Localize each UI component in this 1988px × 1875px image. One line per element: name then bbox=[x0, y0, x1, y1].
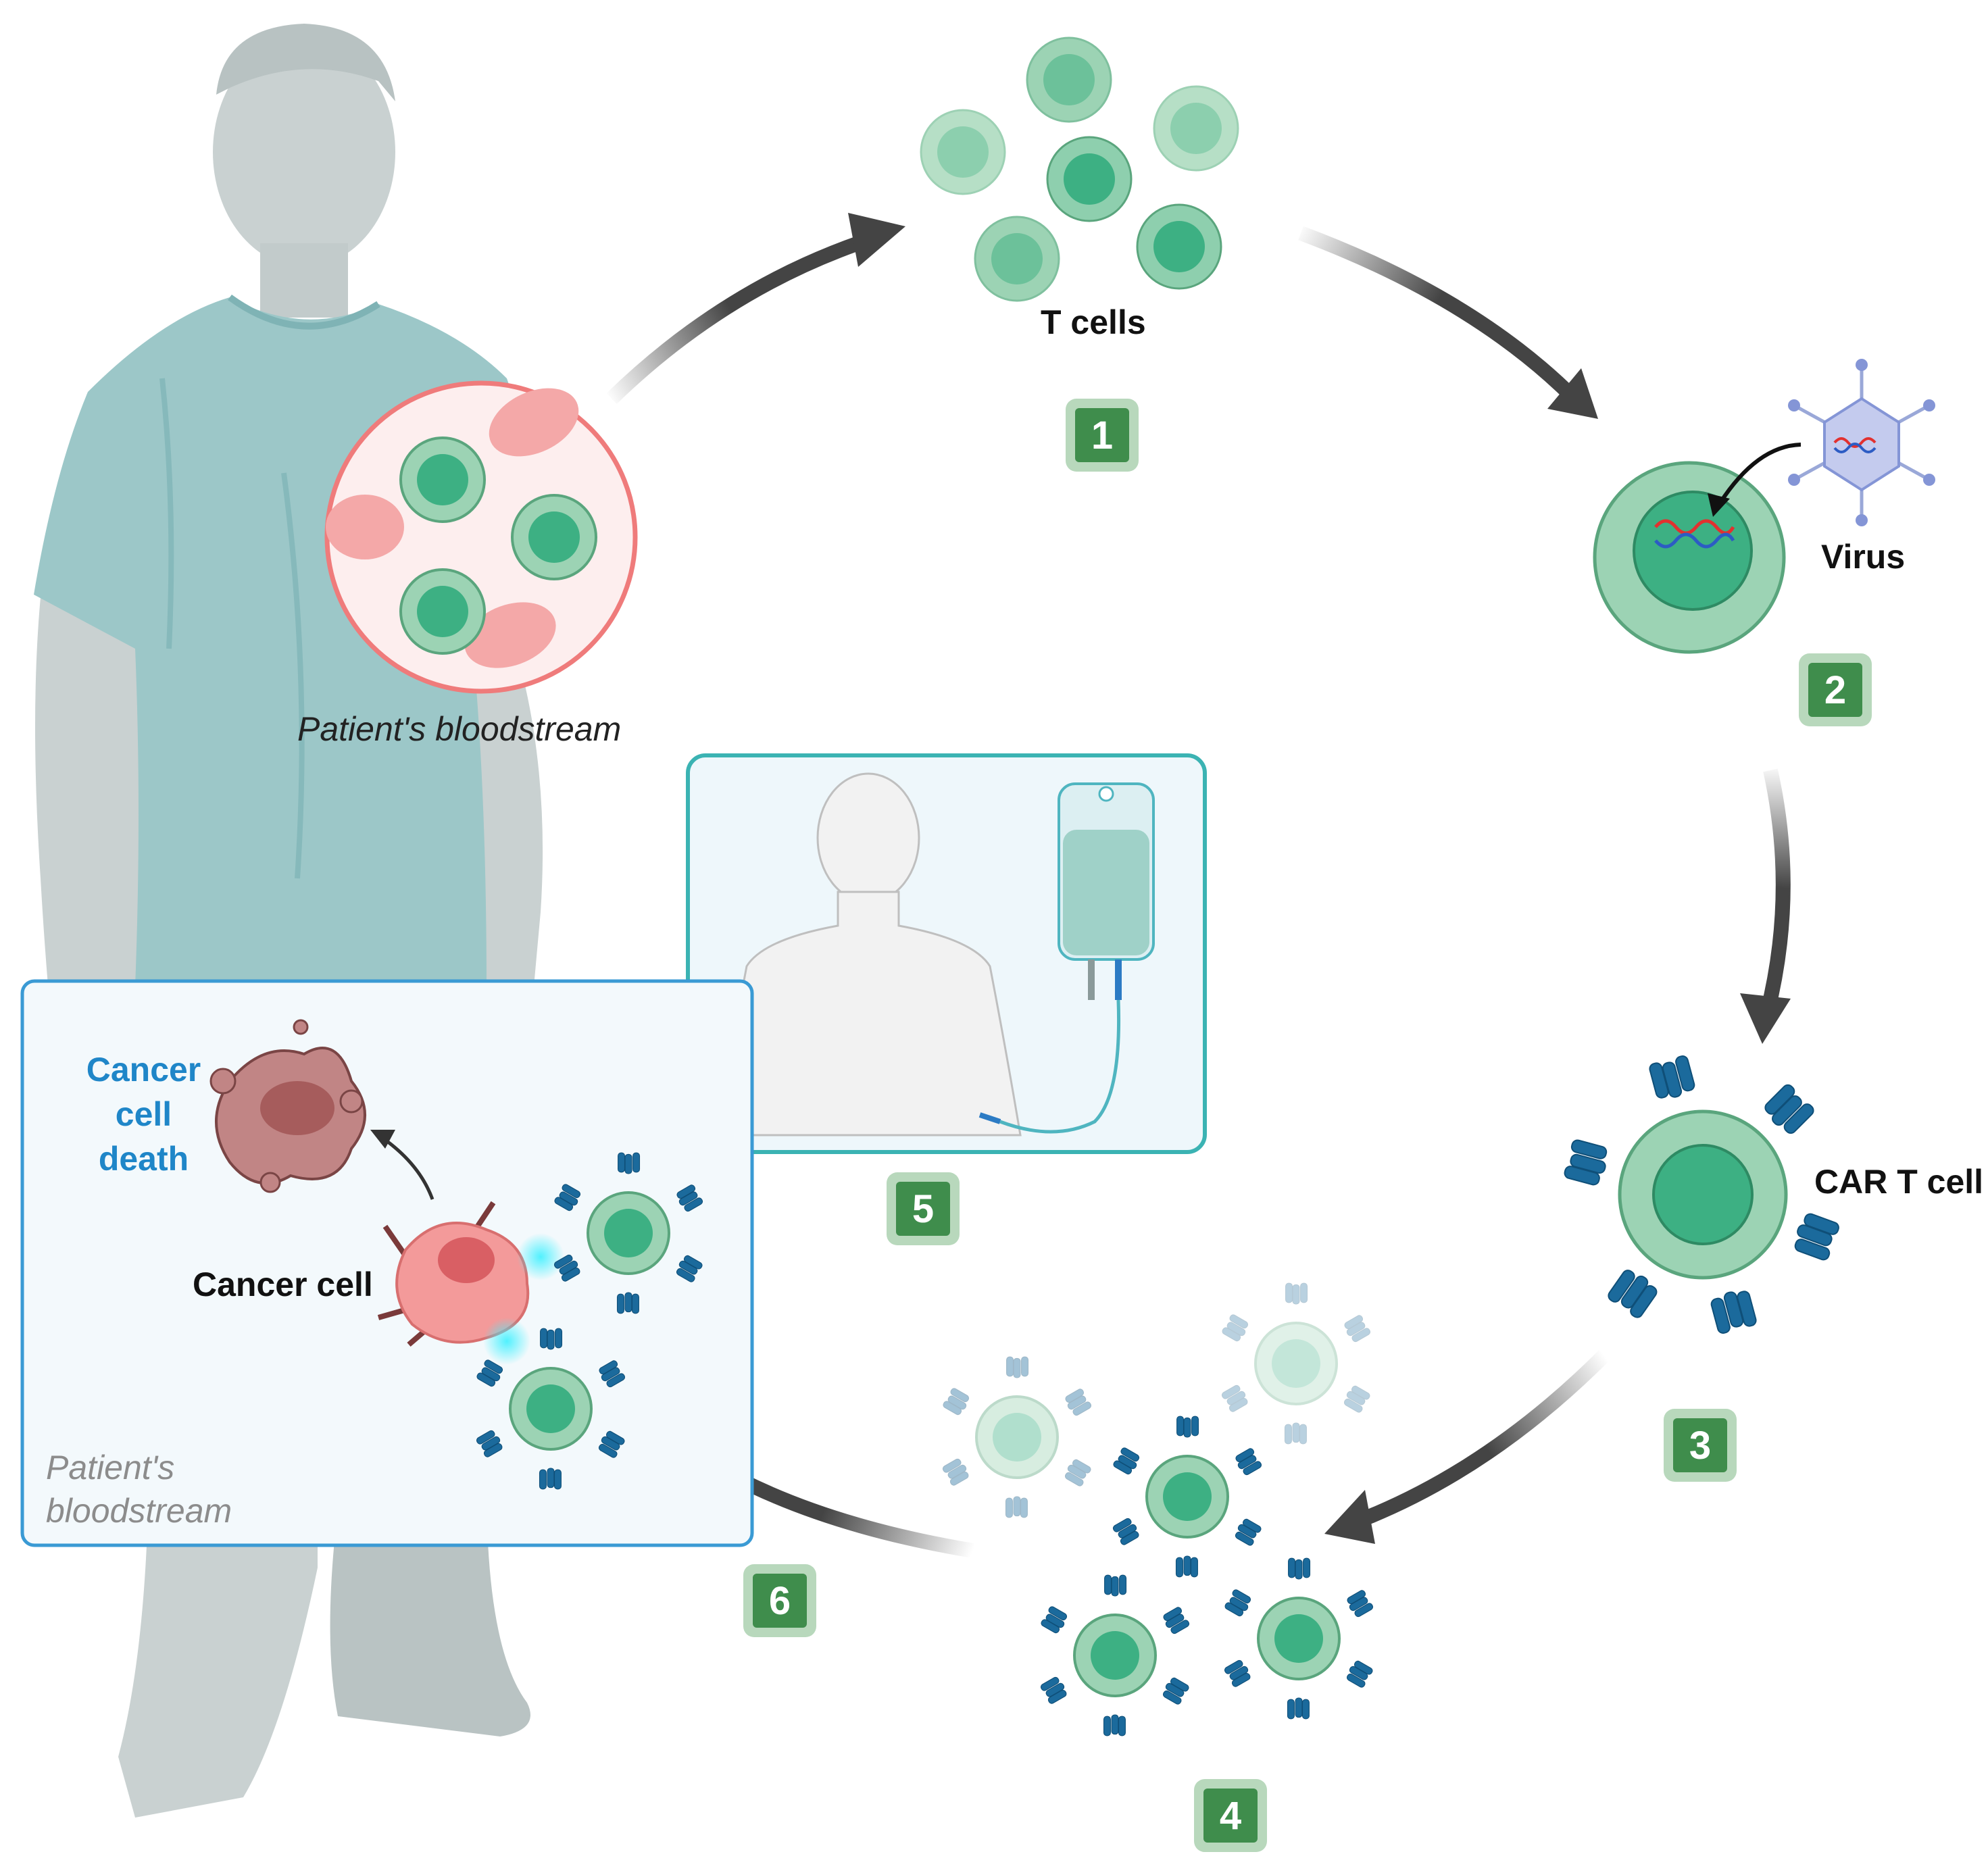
step-number-5: 5 bbox=[896, 1182, 950, 1236]
cycle-arrows bbox=[606, 213, 1791, 1558]
step-number-1: 1 bbox=[1075, 408, 1129, 462]
car-t-cell bbox=[1562, 1054, 1841, 1335]
step-badge-3: 3 bbox=[1664, 1409, 1737, 1482]
virus-icon bbox=[1788, 359, 1935, 526]
expanded-car-t-cells bbox=[941, 1282, 1374, 1736]
step-number-4: 4 bbox=[1203, 1789, 1258, 1843]
virus-label: Virus bbox=[1821, 538, 1906, 576]
patient-silhouette bbox=[34, 24, 561, 1818]
infusion-panel bbox=[686, 753, 1207, 1154]
cancer-cell-death-line-2: cell bbox=[115, 1095, 172, 1133]
cancer-cell-death-line-1: Cancer bbox=[86, 1051, 201, 1089]
patients-bloodstream-label: Patient's bloodstream bbox=[297, 710, 622, 748]
panel-bloodstream-line-2: bloodstream bbox=[46, 1492, 232, 1530]
bloodstream-magnifier bbox=[324, 380, 638, 694]
cancer-cell-death-debris bbox=[209, 1019, 366, 1193]
step-badge-4: 4 bbox=[1194, 1779, 1267, 1852]
step-number-6: 6 bbox=[753, 1574, 807, 1628]
step-badge-6: 6 bbox=[743, 1564, 816, 1637]
cancer-cell-death-line-3: death bbox=[98, 1140, 189, 1178]
cancer-cell-label: Cancer cell bbox=[193, 1266, 373, 1303]
panel-bloodstream-label: Patient's bloodstream bbox=[46, 1446, 232, 1532]
step-badge-1: 1 bbox=[1066, 399, 1139, 472]
car-t-cell-label: CAR T cell bbox=[1814, 1163, 1984, 1201]
panel-bloodstream-line-1: Patient's bbox=[46, 1449, 175, 1486]
t-cells-label: T cells bbox=[1041, 303, 1146, 341]
step-number-3: 3 bbox=[1673, 1418, 1727, 1472]
t-cell-cluster bbox=[920, 36, 1239, 302]
cancer-cell-death-label: Cancer cell death bbox=[81, 1047, 206, 1181]
step-badge-5: 5 bbox=[887, 1172, 960, 1245]
cancer-cell-icon bbox=[377, 1201, 564, 1365]
step-badge-2: 2 bbox=[1799, 653, 1872, 726]
transduced-t-cell bbox=[1593, 443, 1801, 654]
cancer-kill-panel bbox=[20, 979, 754, 1547]
step-number-2: 2 bbox=[1808, 663, 1862, 717]
